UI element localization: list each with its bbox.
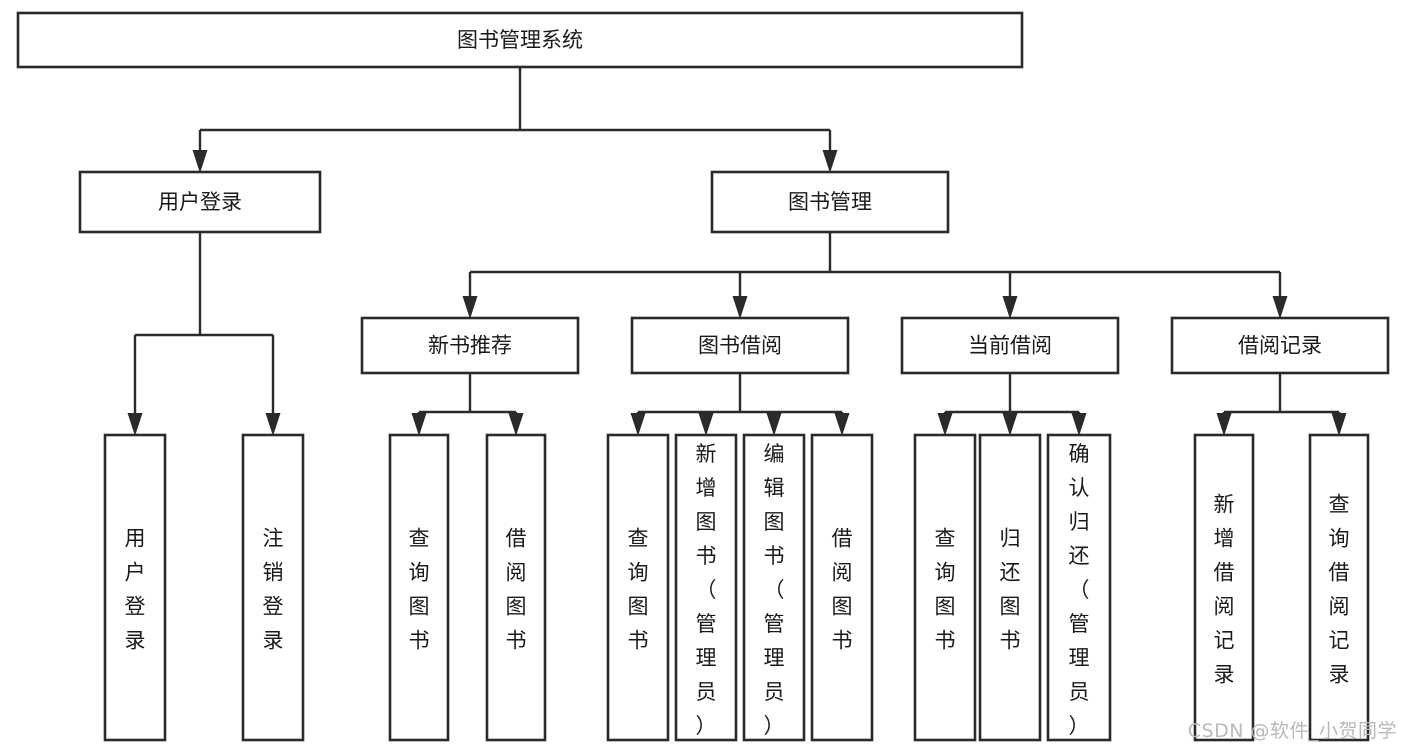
node-label: 用户登录 [125, 527, 146, 653]
arrow-head-icon [937, 413, 953, 436]
node-label: 查询借阅记录 [1329, 493, 1350, 687]
node-label: 图书管理系统 [457, 28, 583, 52]
node-box [742, 433, 806, 742]
arrow-head-icon [1071, 413, 1087, 436]
node-leaf_4[interactable]: 查询图书 [606, 433, 670, 742]
node-label: 查询图书 [409, 527, 430, 653]
node-box [810, 433, 874, 742]
node-box [485, 433, 547, 742]
node-leaf_11[interactable]: 新增借阅记录 [1193, 433, 1255, 742]
node-box [1308, 433, 1370, 742]
arrow-head-icon [1002, 413, 1018, 436]
arrow-head-icon [834, 413, 850, 436]
node-label: 新书推荐 [428, 334, 512, 358]
arrow-head-icon [698, 413, 714, 436]
node-box [78, 170, 322, 234]
node-box [1170, 316, 1390, 375]
node-box [388, 433, 450, 742]
node-label: 借阅图书 [832, 527, 853, 653]
arrow-head-icon [732, 296, 748, 319]
node-label: 用户登录 [158, 190, 242, 214]
node-l2_1[interactable]: 图书管理 [710, 170, 950, 234]
node-label: 编辑图书（管理员） [764, 442, 785, 738]
arrow-head-icon [411, 413, 427, 436]
node-box [16, 11, 1024, 69]
node-l3_1[interactable]: 图书借阅 [630, 316, 850, 375]
arrow-head-icon [265, 413, 281, 436]
node-label: 借阅记录 [1238, 334, 1322, 358]
nodes-layer: 图书管理系统用户登录图书管理新书推荐图书借阅当前借阅借阅记录用户登录注销登录查询… [16, 11, 1390, 742]
node-leaf_6[interactable]: 编辑图书（管理员） [742, 433, 806, 742]
node-label: 注销登录 [263, 527, 284, 653]
node-leaf_3[interactable]: 借阅图书 [485, 433, 547, 742]
node-leaf_8[interactable]: 查询图书 [913, 433, 977, 742]
node-leaf_1[interactable]: 注销登录 [241, 433, 305, 742]
node-root[interactable]: 图书管理系统 [16, 11, 1024, 69]
node-box [978, 433, 1042, 742]
arrow-head-icon [1331, 413, 1347, 436]
arrow-head-icon [766, 413, 782, 436]
node-box [360, 316, 580, 375]
node-box [674, 433, 738, 742]
node-box [710, 170, 950, 234]
node-l3_0[interactable]: 新书推荐 [360, 316, 580, 375]
node-label: 查询图书 [935, 527, 956, 653]
arrow-head-icon [1002, 296, 1018, 319]
node-label: 借阅图书 [506, 527, 527, 653]
arrow-head-icon [462, 296, 478, 319]
arrow-head-icon [822, 150, 838, 173]
node-box [630, 316, 850, 375]
arrow-head-icon [1216, 413, 1232, 436]
node-label: 新增图书（管理员） [696, 442, 717, 738]
arrow-head-icon [630, 413, 646, 436]
arrow-head-icon [1272, 296, 1288, 319]
node-leaf_0[interactable]: 用户登录 [103, 433, 167, 742]
node-box [1046, 433, 1112, 742]
arrow-head-icon [127, 413, 143, 436]
node-label: 归还图书 [1000, 527, 1021, 653]
node-label: 图书借阅 [698, 334, 782, 358]
node-box [103, 433, 167, 742]
node-box [900, 316, 1120, 375]
node-box [913, 433, 977, 742]
node-box [1193, 433, 1255, 742]
node-label: 确认归还（管理员） [1069, 442, 1090, 738]
arrow-head-icon [192, 150, 208, 173]
node-label: 新增借阅记录 [1214, 493, 1235, 687]
node-leaf_10[interactable]: 确认归还（管理员） [1046, 433, 1112, 742]
node-label: 查询图书 [628, 527, 649, 653]
node-leaf_2[interactable]: 查询图书 [388, 433, 450, 742]
node-leaf_5[interactable]: 新增图书（管理员） [674, 433, 738, 742]
arrow-head-icon [508, 413, 524, 436]
node-label: 当前借阅 [968, 334, 1052, 358]
node-l3_3[interactable]: 借阅记录 [1170, 316, 1390, 375]
node-l3_2[interactable]: 当前借阅 [900, 316, 1120, 375]
node-label: 图书管理 [788, 190, 872, 214]
node-box [606, 433, 670, 742]
node-leaf_9[interactable]: 归还图书 [978, 433, 1042, 742]
node-leaf_7[interactable]: 借阅图书 [810, 433, 874, 742]
edges-layer [127, 67, 1347, 436]
node-box [241, 433, 305, 742]
node-leaf_12[interactable]: 查询借阅记录 [1308, 433, 1370, 742]
node-l2_0[interactable]: 用户登录 [78, 170, 322, 234]
